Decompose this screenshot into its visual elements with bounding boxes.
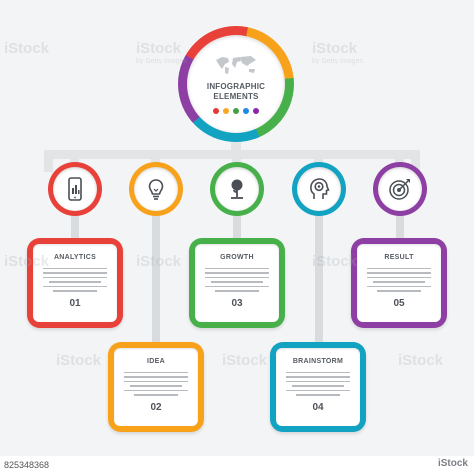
watermark-credit: by Getty Images xyxy=(136,58,187,65)
drop-analytics xyxy=(70,150,79,168)
placeholder-text-lines xyxy=(43,268,107,292)
placeholder-text-lines xyxy=(205,268,269,292)
head-gear-icon xyxy=(310,178,330,199)
plant-growth-icon xyxy=(231,179,243,199)
placeholder-text-lines xyxy=(367,268,431,292)
stem-idea xyxy=(152,214,160,344)
drop-left-end xyxy=(44,150,53,172)
smartphone-chart-icon xyxy=(68,177,82,201)
hub-color-dot xyxy=(223,108,229,114)
placeholder-text-lines xyxy=(124,372,188,396)
step-card-analytics: ANALYTICS 01 xyxy=(27,238,123,328)
step-icon-ring-analytics xyxy=(48,162,102,216)
stem-result xyxy=(396,214,404,240)
drop-brainstorm xyxy=(314,150,323,168)
drop-result xyxy=(395,150,404,168)
hub-title-line2: ELEMENTS xyxy=(213,92,259,101)
watermark-text: iStock xyxy=(398,352,444,369)
istock-logo: iStock xyxy=(437,458,468,469)
hub-title-line1: INFOGRAPHIC xyxy=(206,82,266,91)
drop-growth xyxy=(232,150,241,168)
world-map-icon xyxy=(216,56,256,74)
step-card-growth: GROWTH 03 xyxy=(189,238,285,328)
stem-analytics xyxy=(71,214,79,240)
watermark-text: iStock xyxy=(136,253,182,270)
watermark-text: iStock xyxy=(312,253,358,270)
step-title-idea: IDEA xyxy=(147,358,165,365)
stem-growth xyxy=(233,214,241,240)
lightbulb-icon xyxy=(148,179,164,200)
watermark-text: iStock xyxy=(222,352,268,369)
target-icon xyxy=(389,179,410,200)
step-card-result: RESULT 05 xyxy=(351,238,447,328)
step-title-analytics: ANALYTICS xyxy=(53,254,97,261)
hub-color-dots xyxy=(213,108,259,114)
placeholder-text-lines xyxy=(286,372,350,396)
step-card-brainstorm: BRAINSTORM 04 xyxy=(270,342,366,432)
step-number-brainstorm: 04 xyxy=(312,401,324,413)
hub-color-dot xyxy=(233,108,239,114)
stem-brainstorm xyxy=(315,214,323,344)
hub-stem xyxy=(231,140,241,154)
drop-idea xyxy=(151,150,160,168)
step-title-growth: GROWTH xyxy=(220,254,254,261)
hub-center: INFOGRAPHIC ELEMENTS xyxy=(187,35,285,133)
step-icon-ring-idea xyxy=(129,162,183,216)
step-title-result: RESULT xyxy=(384,254,414,261)
watermark-credit: by Getty Images xyxy=(312,58,363,65)
step-number-growth: 03 xyxy=(231,297,243,309)
step-icon-ring-growth xyxy=(210,162,264,216)
step-icon-ring-result xyxy=(373,162,427,216)
hub-color-dot xyxy=(213,108,219,114)
watermark-text: iStock xyxy=(4,40,50,57)
watermark-text: iStock xyxy=(4,253,50,270)
watermark-text: iStock xyxy=(312,40,358,57)
hub-color-dot xyxy=(253,108,259,114)
step-number-idea: 02 xyxy=(150,401,162,413)
watermark-text: iStock xyxy=(136,40,182,57)
hub-color-dot xyxy=(243,108,249,114)
step-title-brainstorm: BRAINSTORM xyxy=(292,358,344,365)
step-number-analytics: 01 xyxy=(69,297,81,309)
step-card-idea: IDEA 02 xyxy=(108,342,204,432)
step-icon-ring-brainstorm xyxy=(292,162,346,216)
step-number-result: 05 xyxy=(393,297,405,309)
image-id: 825348368 xyxy=(4,460,50,470)
footer-bar xyxy=(0,456,474,474)
drop-right-end xyxy=(411,150,420,172)
watermark-text: iStock xyxy=(56,352,102,369)
